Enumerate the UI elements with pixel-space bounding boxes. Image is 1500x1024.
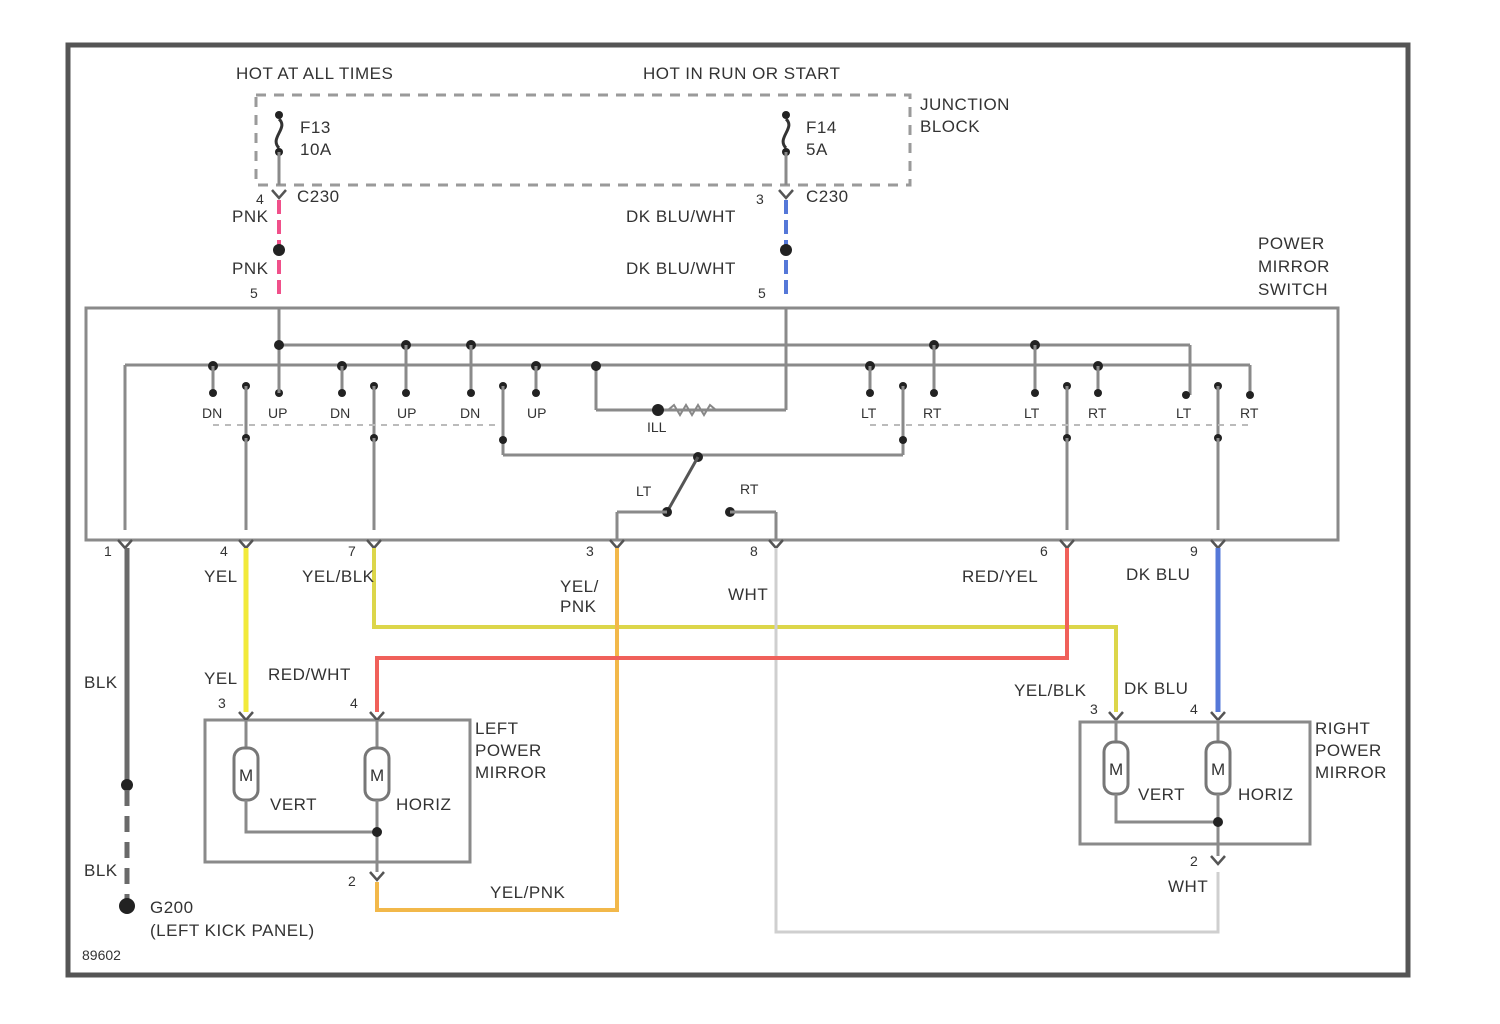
label-right-mirror-3: MIRROR (1315, 763, 1387, 782)
label-wire-redyel: RED/YEL (962, 567, 1038, 586)
label-wire-redwht: RED/WHT (268, 665, 351, 684)
label-selector-lt: LT (636, 483, 652, 499)
label-wire-yelpnk-2: PNK (560, 597, 597, 616)
label-sw-lt-1: LT (861, 405, 877, 421)
label-sw-rt-1: RT (923, 405, 942, 421)
label-conn-right-pin: 3 (756, 191, 764, 207)
label-wire-blk-2: BLK (84, 861, 118, 880)
label-sw-dn-2: DN (330, 405, 350, 421)
label-wire-pnk-2: PNK (232, 259, 269, 278)
label-motor-m4: M (1211, 760, 1226, 779)
label-right-mirror-2: POWER (1315, 741, 1382, 760)
label-pin-4: 4 (220, 543, 228, 559)
wire-wht (776, 548, 1218, 932)
label-block: BLOCK (920, 117, 980, 136)
label-pin-3: 3 (586, 543, 594, 559)
label-wire-yelblk-r: YEL/BLK (1014, 681, 1087, 700)
label-wire-wht-r: WHT (1168, 877, 1208, 896)
label-g200: G200 (150, 898, 194, 917)
label-pin-9: 9 (1190, 543, 1198, 559)
label-pin-6: 6 (1040, 543, 1048, 559)
label-wire-dkbluwht-2: DK BLU/WHT (626, 259, 736, 278)
label-sw-up-2: UP (397, 405, 416, 421)
label-fuse-10a: 10A (300, 140, 332, 159)
label-left-mirror-1: LEFT (475, 719, 519, 738)
label-wire-blk: BLK (84, 673, 118, 692)
label-sw-pin-right: 5 (758, 285, 766, 301)
label-motor-m2: M (370, 766, 385, 785)
label-pin-8: 8 (750, 543, 758, 559)
label-lm-pin-4: 4 (350, 695, 358, 711)
label-vert-right: VERT (1138, 785, 1185, 804)
label-horiz-right: HORIZ (1238, 785, 1293, 804)
label-left-kick-panel: (LEFT KICK PANEL) (150, 921, 315, 940)
label-sw-ill: ILL (647, 419, 667, 435)
label-wire-pnk-1: PNK (232, 207, 269, 226)
splice-blk (121, 779, 133, 791)
label-conn-left-pin: 4 (256, 191, 264, 207)
label-wire-yelpnk-bottom: YEL/PNK (490, 883, 565, 902)
label-wire-dkblu-r: DK BLU (1124, 679, 1188, 698)
label-selector-rt: RT (740, 481, 759, 497)
label-c230-right: C230 (806, 187, 849, 206)
label-motor-m1: M (239, 766, 254, 785)
label-diagram-code: 89602 (82, 947, 121, 963)
label-vert-left: VERT (270, 795, 317, 814)
switch-internal-wiring (125, 308, 1254, 540)
label-switch: SWITCH (1258, 280, 1328, 299)
label-wire-wht: WHT (728, 585, 768, 604)
label-mirror: MIRROR (1258, 257, 1330, 276)
connector-c230-right (779, 190, 793, 198)
label-wire-dkblu: DK BLU (1126, 565, 1190, 584)
splice-dk-blu-wht (780, 244, 792, 256)
label-wire-dkbluwht-1: DK BLU/WHT (626, 207, 736, 226)
label-sw-lt-2: LT (1024, 405, 1040, 421)
label-power: POWER (1258, 234, 1325, 253)
label-sw-rt-2: RT (1088, 405, 1107, 421)
label-pin-7: 7 (348, 543, 356, 559)
splice-pnk (273, 244, 285, 256)
label-pin-1: 1 (104, 543, 112, 559)
label-motor-m3: M (1109, 760, 1124, 779)
label-sw-dn-1: DN (202, 405, 222, 421)
label-fuse-f13: F13 (300, 118, 331, 137)
label-lm-pin-2: 2 (348, 873, 356, 889)
label-left-mirror-3: MIRROR (475, 763, 547, 782)
label-sw-up-1: UP (268, 405, 287, 421)
label-sw-dn-3: DN (460, 405, 480, 421)
connector-c230-left (272, 190, 286, 198)
label-junction: JUNCTION (920, 95, 1010, 114)
label-wire-yel-2: YEL (204, 669, 238, 688)
label-rm-pin-4: 4 (1190, 701, 1198, 717)
label-sw-rt-3: RT (1240, 405, 1259, 421)
label-sw-lt-3: LT (1176, 405, 1192, 421)
label-left-mirror-2: POWER (475, 741, 542, 760)
label-wire-yelblk: YEL/BLK (302, 567, 375, 586)
label-wire-yelpnk-1: YEL/ (560, 577, 599, 596)
label-right-mirror-1: RIGHT (1315, 719, 1370, 738)
label-horiz-left: HORIZ (396, 795, 451, 814)
fuse-f14 (782, 111, 790, 185)
label-lm-pin-3: 3 (218, 695, 226, 711)
label-rm-pin-2: 2 (1190, 853, 1198, 869)
label-sw-up-3: UP (527, 405, 546, 421)
ground-g200 (119, 898, 135, 914)
label-fuse-5a: 5A (806, 140, 828, 159)
label-wire-yel: YEL (204, 567, 238, 586)
label-fuse-f14: F14 (806, 118, 837, 137)
label-c230-left: C230 (297, 187, 340, 206)
diagram-frame (68, 45, 1408, 975)
label-sw-pin-left: 5 (250, 285, 258, 301)
fuse-f13 (275, 111, 283, 185)
label-hot-in-run-or-start: HOT IN RUN OR START (643, 64, 840, 83)
label-hot-at-all-times: HOT AT ALL TIMES (236, 64, 393, 83)
label-rm-pin-3: 3 (1090, 701, 1098, 717)
